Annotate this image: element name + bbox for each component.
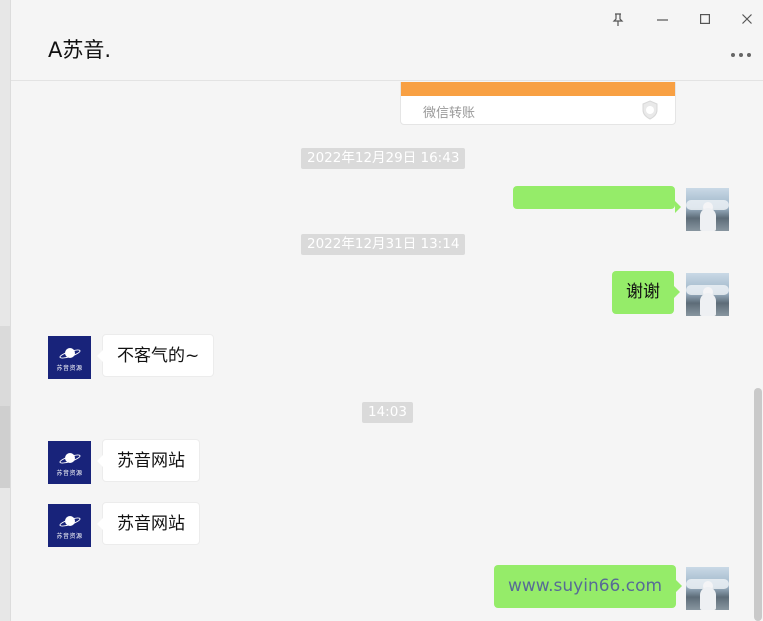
avatar[interactable]: 苏音资源 (48, 441, 91, 484)
message-list: 微信转账 2022年12月29日 16:43 2022年12月31日 13:14… (11, 82, 751, 621)
transfer-card[interactable]: 微信转账 (400, 82, 676, 125)
chat-bubble-other[interactable]: 苏音网站 (97, 439, 200, 482)
chat-bubble-self[interactable]: 谢谢 (612, 271, 680, 314)
close-icon[interactable] (737, 10, 757, 28)
transfer-card-header (401, 82, 675, 96)
sidebar-edge-segment (0, 406, 10, 488)
pin-icon[interactable] (608, 10, 628, 28)
avatar[interactable] (686, 273, 729, 316)
timestamp: 14:03 (362, 402, 413, 423)
chat-bubble-other[interactable]: 苏音网站 (97, 502, 200, 545)
chat-bubble-self[interactable] (513, 186, 681, 213)
avatar[interactable]: 苏音资源 (48, 504, 91, 547)
avatar-logo-text: 苏音资源 (56, 365, 83, 372)
shield-icon (642, 100, 658, 120)
transfer-label: 微信转账 (423, 106, 476, 121)
chat-bubble-other[interactable]: 不客气的~ (96, 334, 215, 377)
more-icon[interactable] (728, 45, 754, 65)
avatar[interactable] (686, 188, 729, 231)
scrollbar[interactable] (754, 388, 762, 621)
sidebar-edge-segment (0, 326, 10, 406)
chat-header: A苏音. (11, 0, 763, 81)
chat-bubble-link[interactable]: www.suyin66.com (494, 565, 683, 608)
minimize-icon[interactable] (652, 10, 672, 28)
avatar-logo-text: 苏音资源 (56, 533, 83, 540)
avatar[interactable]: 苏音资源 (48, 336, 91, 379)
timestamp: 2022年12月29日 16:43 (301, 148, 466, 169)
sidebar-edge (0, 0, 11, 621)
chat-title: A苏音. (48, 38, 112, 62)
maximize-icon[interactable] (695, 10, 715, 28)
avatar-logo-text: 苏音资源 (56, 470, 83, 477)
timestamp: 2022年12月31日 13:14 (301, 234, 466, 255)
avatar[interactable] (686, 567, 729, 610)
